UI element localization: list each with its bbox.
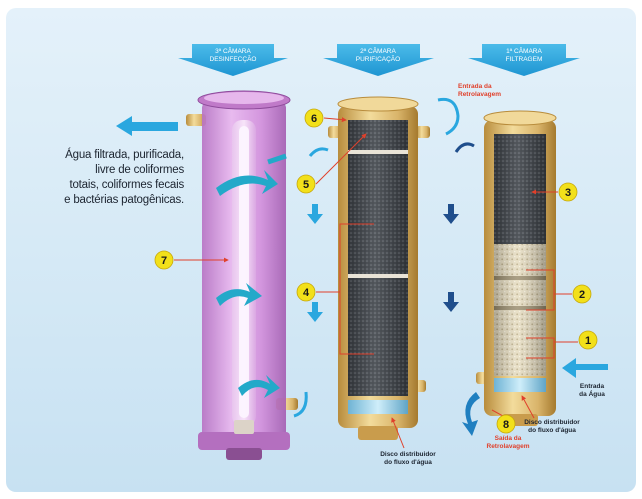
callout-6: 6	[305, 109, 323, 127]
header-3-line1: 3ª CÂMARA	[215, 46, 251, 55]
purif-top-flow-arrow	[310, 149, 328, 156]
svg-text:6: 6	[311, 113, 317, 125]
backwash-out-arrow	[462, 392, 480, 436]
filter-distributor-disc	[494, 378, 546, 392]
filter-top-cap	[484, 111, 556, 125]
svg-text:1: 1	[585, 335, 591, 347]
callout-7: 7	[155, 251, 173, 269]
description-line-4: e bactérias patogênicas.	[34, 193, 184, 208]
water-out-arrow	[116, 116, 178, 136]
header-1-line1: 1ª CÂMARA	[506, 46, 542, 55]
disc-mid-label-1: Disco distribuidor	[380, 451, 436, 458]
description-line-2: livre de coliformes	[34, 163, 184, 178]
description-line-1: Água filtrada, purificada,	[34, 148, 184, 163]
water-in-arrow	[562, 358, 608, 378]
backwash-in-label-2: Retrolavagem	[458, 91, 501, 98]
svg-text:5: 5	[303, 179, 309, 191]
header-arrow-3: 3ª CÂMARA DESINFECÇÃO	[178, 44, 288, 76]
purif-backwash-pipe	[416, 126, 430, 138]
uv-bottom-cap	[198, 432, 290, 450]
diagram-canvas: 3ª CÂMARA DESINFECÇÃO 2ª CÂMARA PURIFICA…	[6, 8, 636, 492]
callout-3: 3	[559, 183, 577, 201]
uv-lamp	[239, 126, 249, 418]
water-in-label-1: Entrada	[580, 383, 605, 390]
description-line-3: totais, coliformes fecais	[34, 178, 184, 193]
svg-text:3: 3	[565, 187, 571, 199]
backwash-out-label-1: Saída da	[495, 435, 522, 442]
svg-text:7: 7	[161, 255, 167, 267]
callout-5: 5	[297, 175, 315, 193]
header-3-line2: DESINFECÇÃO	[210, 54, 257, 63]
uv-lamp-base	[234, 420, 254, 434]
header-arrow-2: 2ª CÂMARA PURIFICAÇÃO	[323, 44, 434, 76]
backwash-in-label-1: Entrada da	[458, 83, 492, 90]
backwash-in-arrow	[438, 99, 458, 134]
svg-text:4: 4	[303, 287, 310, 299]
header-2-line1: 2ª CÂMARA	[360, 46, 396, 55]
purif-top-cap	[338, 97, 418, 111]
uv-chamber	[186, 91, 298, 460]
purification-chamber	[328, 97, 430, 440]
disc-right-label-2: do fluxo d'água	[528, 427, 576, 434]
water-in-label-2: da Água	[579, 389, 605, 398]
filter-top-flow-arrow	[456, 144, 474, 152]
diagram-svg: 3ª CÂMARA DESINFECÇÃO 2ª CÂMARA PURIFICA…	[6, 8, 636, 492]
callout-1: 1	[579, 331, 597, 349]
flow-arrows-left	[307, 204, 323, 322]
svg-text:2: 2	[579, 289, 585, 301]
backwash-out-label-2: Retrolavagem	[487, 443, 530, 450]
header-1-line2: FILTRAGEM	[506, 56, 543, 63]
header-arrow-1: 1ª CÂMARA FILTRAGEM	[468, 44, 580, 76]
header-2-line2: PURIFICAÇÃO	[356, 54, 400, 63]
callout-2: 2	[573, 285, 591, 303]
disc-mid-label-2: do fluxo d'água	[384, 459, 432, 466]
callout-8: 8	[497, 415, 515, 433]
svg-text:8: 8	[503, 419, 509, 431]
callout-4: 4	[297, 283, 315, 301]
filtered-water-description: Água filtrada, purificada, livre de coli…	[34, 148, 184, 208]
filtration-chamber	[476, 111, 556, 426]
disc-right-label-1: Disco distribuidor	[524, 419, 580, 426]
purif-distributor-disc	[348, 400, 408, 414]
flow-arrows-right	[443, 204, 459, 312]
